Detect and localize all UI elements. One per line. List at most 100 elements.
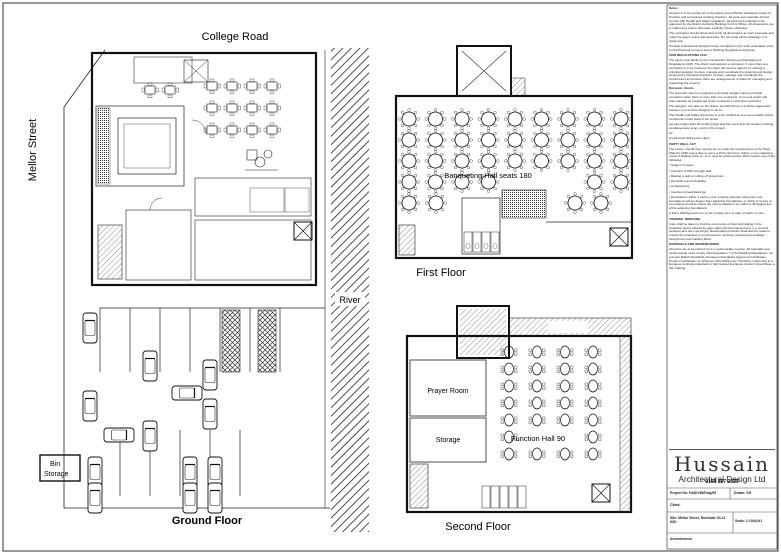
chair [451, 159, 455, 163]
ff-round-table [530, 129, 553, 151]
chair [625, 144, 630, 149]
parked-car [202, 398, 218, 430]
chair [612, 131, 617, 136]
chair [400, 173, 405, 178]
chair [573, 210, 577, 214]
chair [583, 180, 587, 184]
ff-round-table [424, 129, 447, 151]
chair [598, 386, 602, 390]
chair [539, 108, 544, 112]
gf-dining-table [203, 122, 221, 138]
table-top [428, 174, 443, 190]
chair [413, 186, 418, 191]
chair [570, 369, 574, 373]
table-top [534, 111, 549, 127]
table-top [560, 111, 576, 127]
chair [612, 186, 617, 191]
ff-round-table [583, 150, 606, 172]
chair [513, 150, 517, 154]
wc-pan [465, 242, 471, 250]
wc-pan [474, 242, 480, 250]
chair [570, 420, 574, 424]
gf-stair [97, 224, 123, 280]
ff-round-table [451, 171, 473, 193]
table-top [613, 132, 629, 148]
sf-core-hatch [460, 309, 506, 355]
chair [243, 127, 247, 133]
sf-banquet-table [584, 345, 602, 359]
sf-banquet-table [500, 362, 518, 376]
chair [539, 147, 544, 151]
table-top [428, 132, 443, 148]
chair [277, 105, 281, 111]
chair [566, 150, 570, 154]
notes-paragraph: • Insertion of DPC through wall [669, 168, 712, 173]
chair [522, 117, 526, 121]
chair [416, 159, 420, 163]
table-top [481, 153, 496, 169]
chair [584, 399, 588, 403]
chair [514, 420, 518, 424]
prayer-room-label: Prayer Room [427, 388, 468, 395]
table-top [504, 362, 514, 376]
chair [583, 117, 587, 121]
chair [602, 159, 606, 163]
table-top [246, 81, 258, 91]
chair [257, 105, 261, 111]
chair [249, 134, 255, 138]
ff-round-table [451, 150, 473, 172]
chair [584, 352, 588, 356]
notes-heading: THERMAL BRIDGING [669, 216, 701, 221]
ground-floor-plan [90, 51, 318, 287]
chair [223, 127, 227, 133]
chair [269, 78, 275, 82]
ff-round-table [504, 108, 526, 130]
notes-paragraph: Hussain Architectural Design Ltd are not… [669, 44, 774, 52]
chair [572, 144, 577, 149]
chair [407, 189, 411, 193]
ff-round-table [583, 129, 606, 151]
chair [424, 180, 428, 184]
first-floor-plan: Banqueting Hall seats 180 [394, 45, 634, 260]
chair [556, 450, 560, 454]
chair [514, 369, 518, 373]
chair [542, 369, 546, 373]
chair [433, 189, 438, 193]
amendments-field: Amendments: [670, 537, 693, 541]
sf-banquet-table [556, 396, 574, 410]
chair [237, 105, 241, 111]
chair [528, 420, 532, 424]
parked-car [182, 456, 198, 488]
chair [546, 165, 550, 170]
chair [398, 159, 402, 163]
chair [496, 180, 500, 184]
chair [443, 180, 447, 184]
chair [209, 122, 215, 126]
chair [528, 382, 532, 386]
ff-round-table [530, 150, 553, 172]
chair [542, 386, 546, 390]
title-column-border [666, 4, 778, 550]
ff-round-table [398, 108, 420, 130]
sf-roof-terrace-inner [548, 321, 588, 333]
parked-car [87, 482, 103, 514]
table-top [266, 103, 278, 113]
wc-cubicle [490, 485, 500, 509]
wc-cubicle [481, 231, 491, 253]
table-top [454, 174, 470, 190]
sf-banquet-table [500, 413, 518, 427]
table-top [401, 132, 417, 148]
table-top [532, 379, 542, 393]
chair [203, 105, 207, 111]
chair [557, 117, 561, 121]
chair [612, 165, 617, 170]
chair [586, 131, 590, 136]
chair [586, 123, 590, 128]
chair [602, 180, 606, 184]
ff-round-table [557, 150, 579, 172]
notes-heading: PARTY WALL ACT [669, 141, 696, 146]
chair [546, 152, 550, 157]
chair [612, 144, 617, 149]
chair [434, 210, 438, 214]
